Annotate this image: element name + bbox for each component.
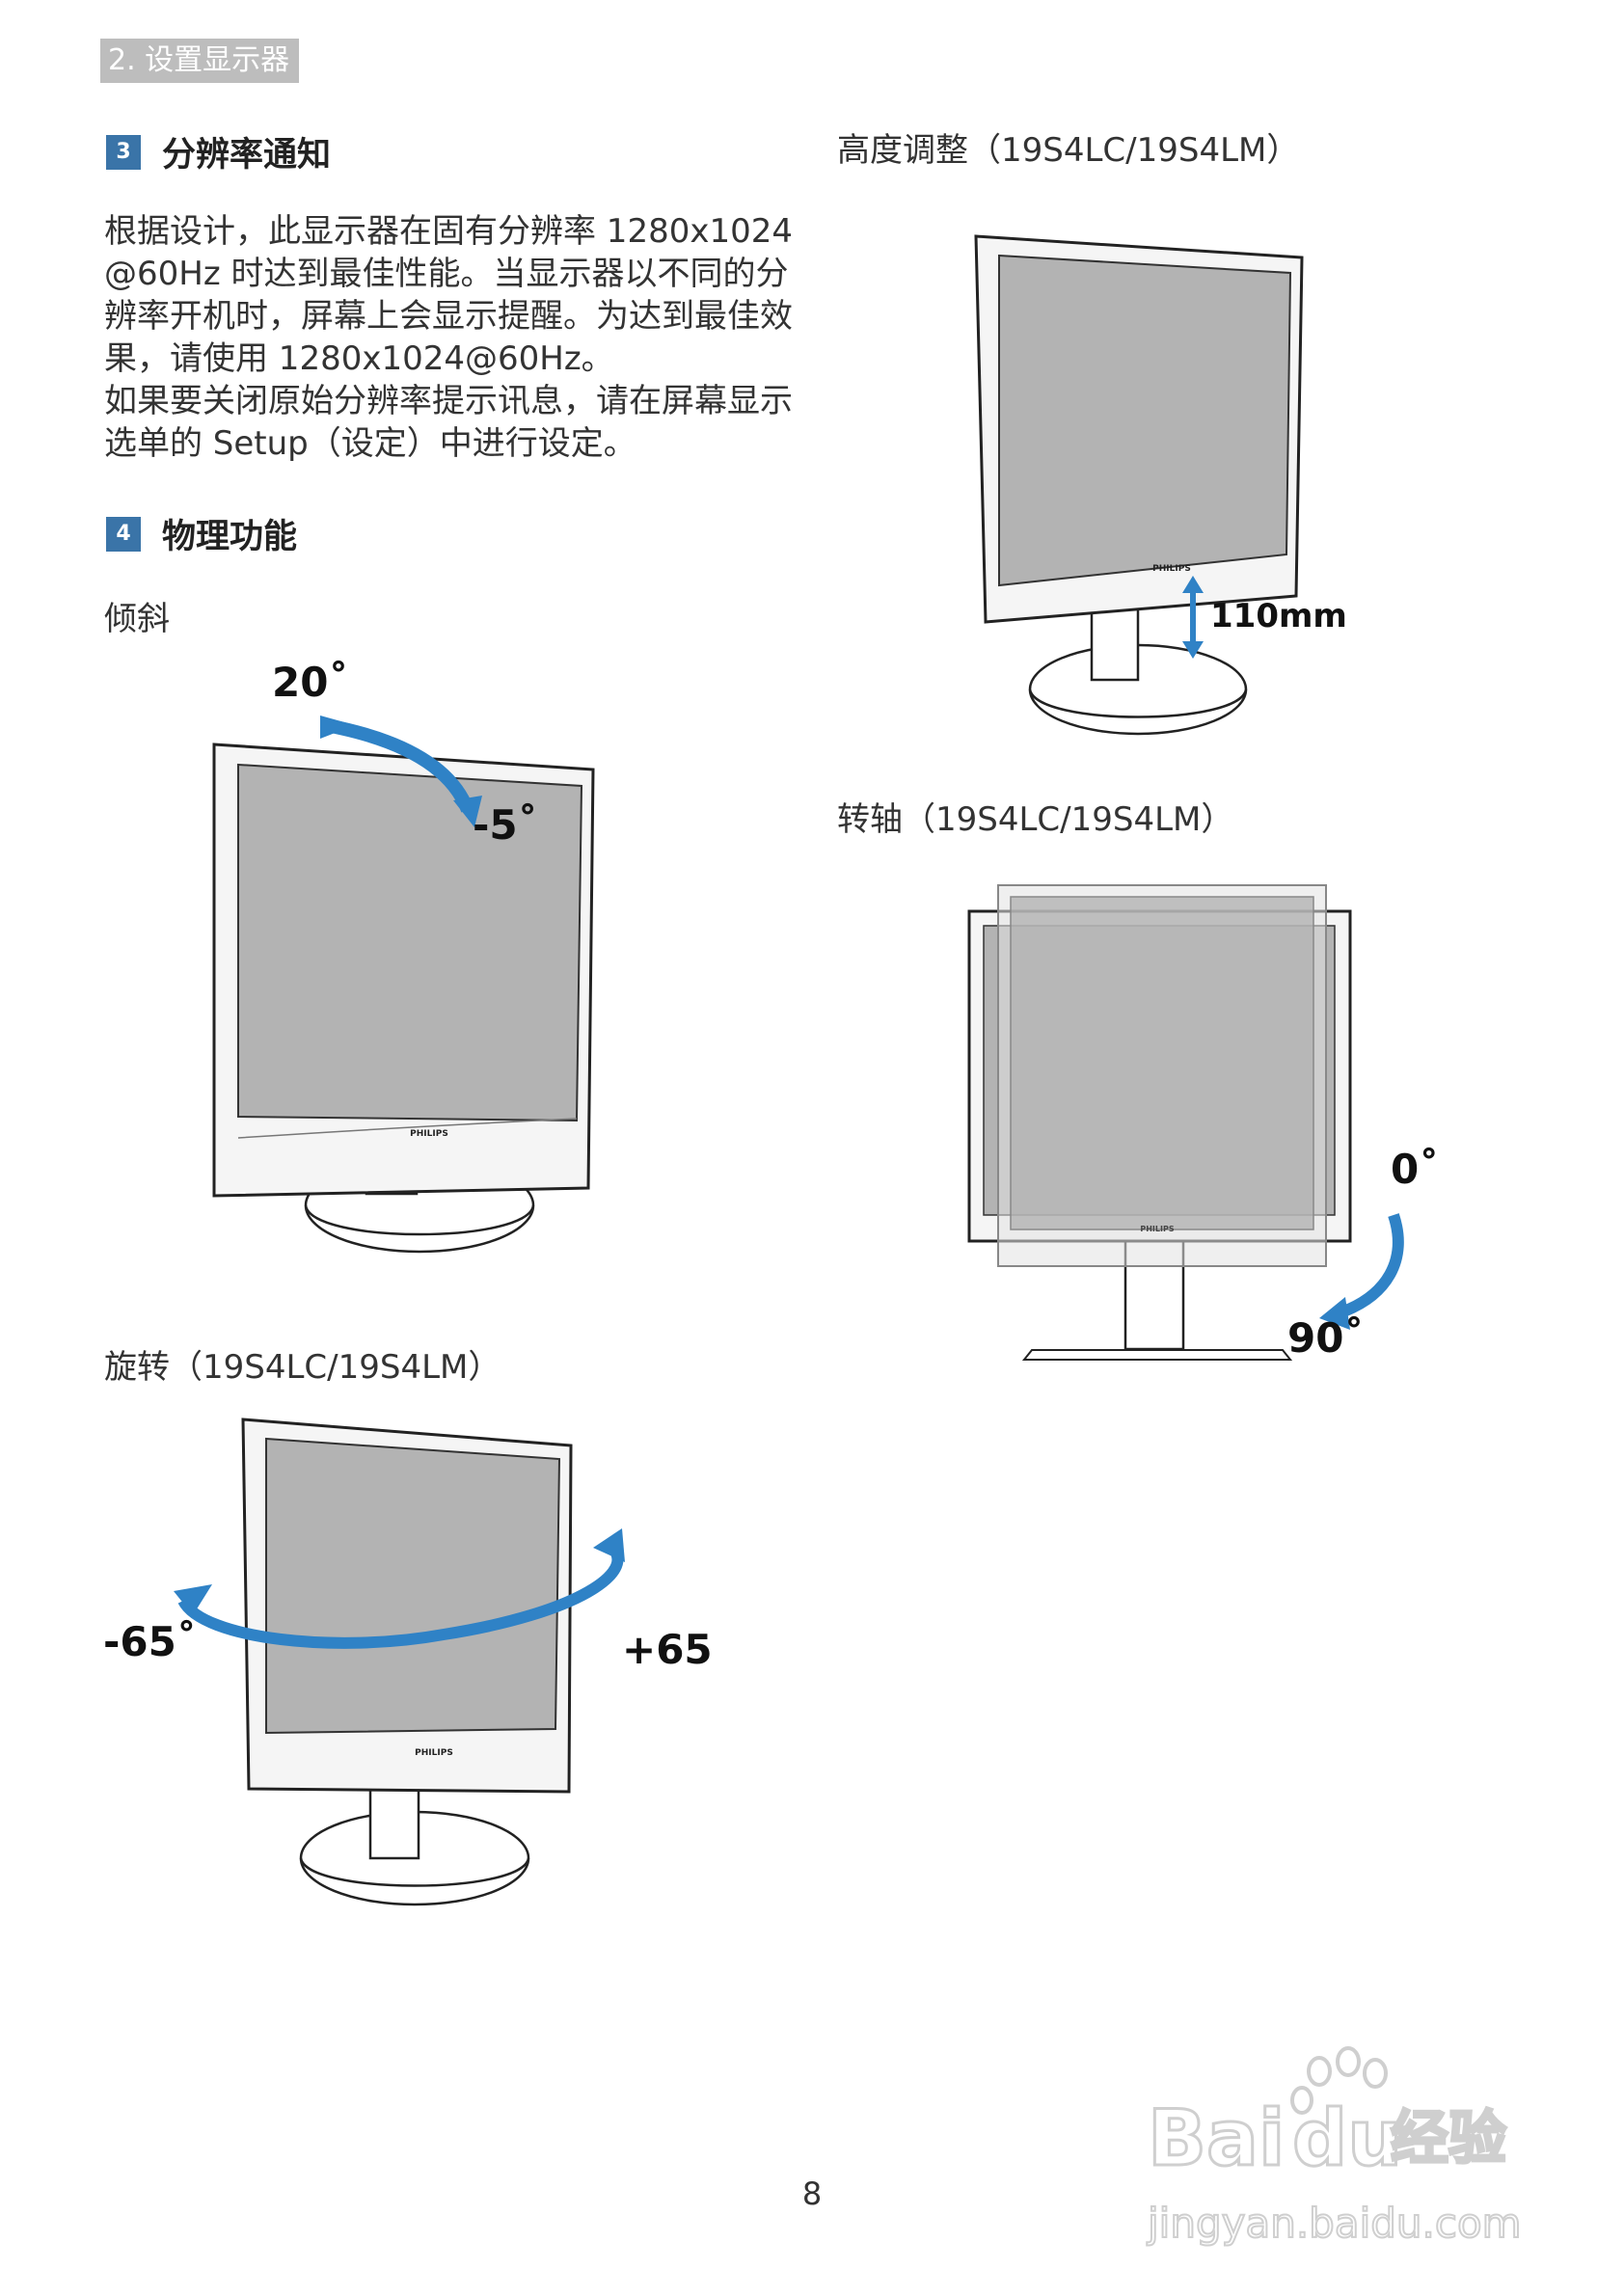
section-4-number: 4 bbox=[106, 516, 141, 552]
tilt-label: 倾斜 bbox=[104, 600, 170, 638]
swivel-label: 旋转（19S4LC/19S4LM） bbox=[104, 1348, 501, 1387]
watermark-url: jingyan.baidu.com bbox=[1147, 2200, 1522, 2247]
swivel-brand-logo: PHILIPS bbox=[415, 1748, 453, 1758]
pivot-label: 转轴（19S4LC/19S4LM） bbox=[837, 800, 1234, 839]
section-3-number: 3 bbox=[106, 134, 141, 170]
height-brand-logo: PHILIPS bbox=[1152, 564, 1191, 574]
section-4-heading: 4 物理功能 bbox=[106, 509, 297, 558]
swivel-illustration: PHILIPS -65˚ +65˚ bbox=[103, 1418, 714, 1906]
height-value: 110mm bbox=[1210, 597, 1347, 635]
tilt-illustration: PHILIPS 20˚ -5˚ bbox=[212, 659, 595, 1254]
chapter-tab: 2. 设置显示器 bbox=[100, 39, 299, 83]
height-illustration: PHILIPS 110mm bbox=[974, 234, 1347, 736]
tilt-angle-down: -5˚ bbox=[473, 801, 538, 849]
pivot-brand-logo: PHILIPS bbox=[1140, 1225, 1174, 1233]
section-4-title: 物理功能 bbox=[162, 518, 298, 556]
tilt-angle-up: 20˚ bbox=[272, 659, 348, 706]
swivel-angle-right: +65˚ bbox=[622, 1626, 714, 1673]
resolution-text-2: 如果要关闭原始分辨率提示讯息，请在屏幕显示选单的 Setup（设定）中进行设定。 bbox=[104, 382, 793, 463]
baidu-watermark: Bai du 经验 jingyan.baidu.com bbox=[1146, 2046, 1523, 2248]
pivot-angle-start: 0˚ bbox=[1391, 1146, 1439, 1193]
swivel-angle-left: -65˚ bbox=[103, 1618, 197, 1665]
page-number: 8 bbox=[801, 2175, 823, 2212]
watermark-du: du bbox=[1292, 2093, 1402, 2183]
watermark-bai: Bai bbox=[1148, 2093, 1285, 2183]
pivot-illustration: PHILIPS 0˚ 90˚ bbox=[967, 884, 1439, 1362]
section-3-heading: 3 分辨率通知 bbox=[106, 127, 331, 176]
watermark-jingyan: 经验 bbox=[1391, 2105, 1506, 2173]
resolution-paragraph: 根据设计，此显示器在固有分辨率 1280x1024 @60Hz 时达到最佳性能。… bbox=[104, 210, 808, 465]
pivot-angle-end: 90˚ bbox=[1287, 1314, 1364, 1362]
section-3-title: 分辨率通知 bbox=[162, 136, 332, 175]
resolution-text-1: 根据设计，此显示器在固有分辨率 1280x1024 @60Hz 时达到最佳性能。… bbox=[104, 212, 793, 378]
height-label: 高度调整（19S4LC/19S4LM） bbox=[837, 131, 1300, 170]
tilt-brand-logo: PHILIPS bbox=[410, 1129, 448, 1139]
